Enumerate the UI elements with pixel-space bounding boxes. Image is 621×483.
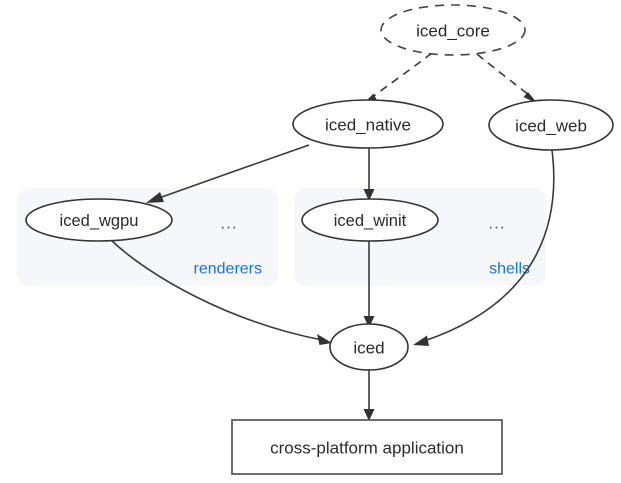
- node-iced-winit-shape[interactable]: [301, 198, 439, 242]
- edge-iced-core-to-iced-native-line: [369, 52, 433, 100]
- edge-iced-core-to-iced-web-line: [476, 53, 531, 97]
- node-iced-shape[interactable]: [329, 323, 409, 371]
- edge-iced-wgpu-to-iced-arrowhead: [317, 334, 332, 345]
- node-iced-native-label: iced_native: [325, 116, 411, 135]
- edge-iced-native-to-iced-winit: [363, 148, 375, 201]
- node-application-label: cross-platform application: [270, 439, 464, 458]
- edge-iced-native-to-iced-winit-arrowhead: [363, 189, 375, 201]
- edge-iced-core-to-iced-native: [362, 52, 433, 105]
- node-iced-native[interactable]: iced_native: [292, 99, 444, 149]
- node-iced-core[interactable]: iced_core: [380, 4, 526, 56]
- node-application-shape[interactable]: [231, 419, 503, 475]
- edge-iced-web-to-iced: [413, 149, 555, 346]
- renderers-ellipsis-label: ...: [220, 214, 237, 233]
- node-iced-winit-label: iced_winit: [334, 212, 407, 230]
- edge-iced-native-to-iced-wgpu-arrowhead: [146, 192, 164, 203]
- node-application[interactable]: cross-platform application: [231, 419, 503, 475]
- shells-ellipsis-label: ...: [488, 214, 505, 233]
- cluster-shells-label: shells: [489, 261, 530, 278]
- edge-iced-web-to-iced-line: [423, 149, 555, 342]
- cluster-renderers-label: renderers: [194, 261, 262, 278]
- node-iced[interactable]: iced: [329, 323, 409, 371]
- edge-iced-native-to-iced-wgpu-line: [158, 144, 310, 199]
- edge-iced-web-to-iced-arrowhead: [413, 335, 429, 346]
- node-iced-core-shape[interactable]: [380, 4, 526, 56]
- node-iced-web-shape[interactable]: [488, 99, 614, 151]
- node-iced-label: iced: [353, 339, 384, 358]
- edge-iced-winit-to-iced-arrowhead: [363, 316, 375, 328]
- node-iced-wgpu-shape[interactable]: [25, 198, 173, 242]
- node-iced-core-label: iced_core: [416, 22, 490, 41]
- edge-iced-wgpu-to-iced: [110, 239, 332, 345]
- node-iced-winit[interactable]: iced_winit: [301, 198, 439, 242]
- edge-iced-wgpu-to-iced-line: [110, 239, 323, 341]
- edge-iced-native-to-iced-wgpu: [146, 144, 310, 203]
- node-iced-native-shape[interactable]: [292, 99, 444, 149]
- node-iced-web-label: iced_web: [515, 117, 587, 136]
- edge-iced-core-to-iced-web: [476, 53, 538, 104]
- edge-iced-to-application-arrowhead: [363, 409, 375, 421]
- node-iced-wgpu-label: iced_wgpu: [60, 212, 139, 230]
- edge-iced-to-application: [363, 370, 375, 421]
- node-iced-wgpu[interactable]: iced_wgpu: [25, 198, 173, 242]
- edge-iced-winit-to-iced: [363, 240, 375, 328]
- node-iced-web[interactable]: iced_web: [488, 99, 614, 151]
